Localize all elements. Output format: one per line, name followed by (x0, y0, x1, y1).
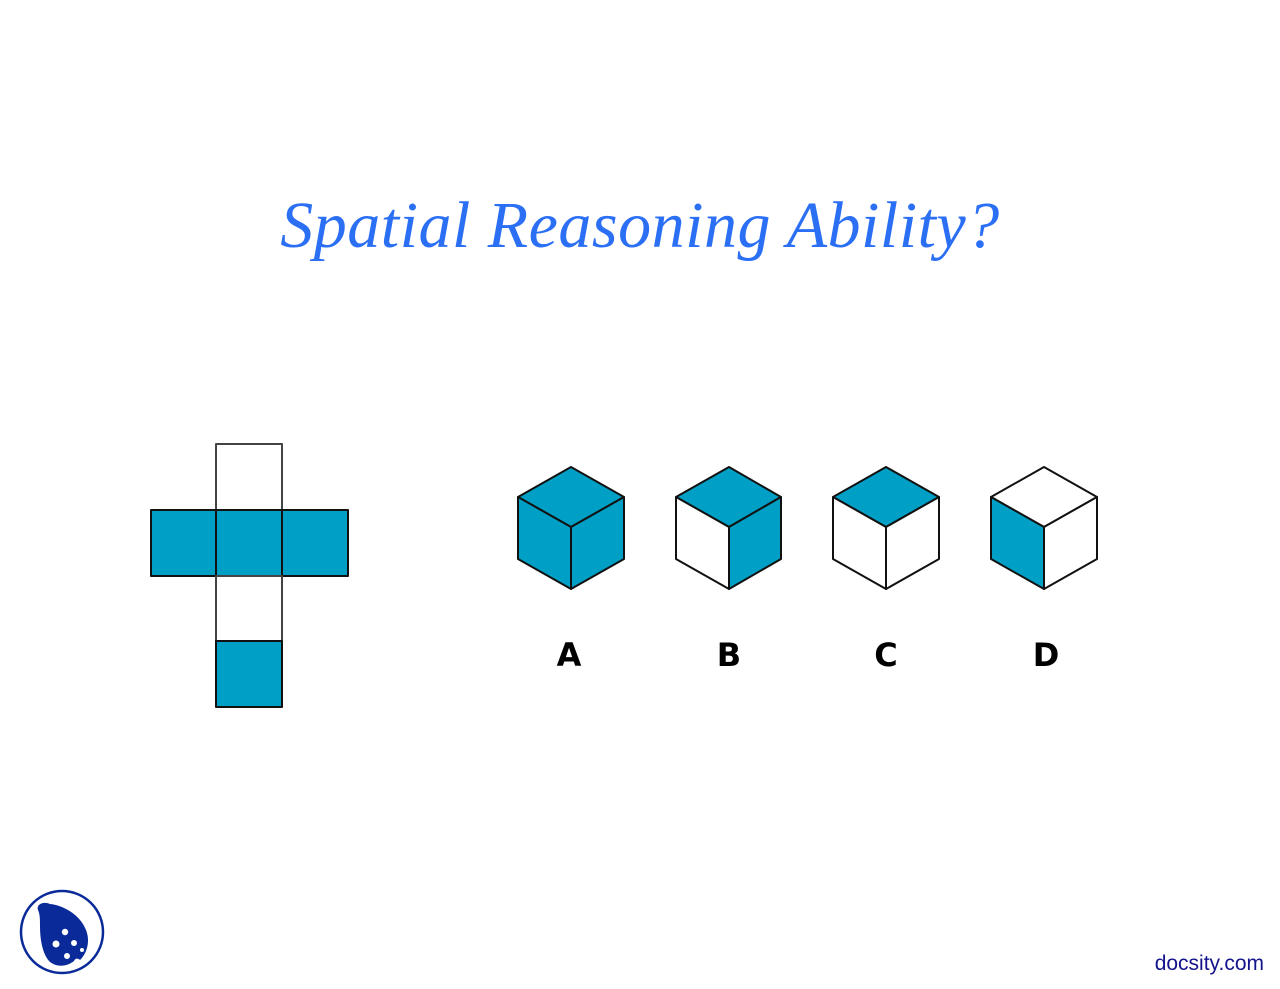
net-face-below (215, 575, 283, 643)
option-label-a: A (556, 636, 582, 674)
option-label-b: B (716, 636, 742, 674)
cube-b-right-face (728, 496, 782, 590)
docsity-link[interactable]: docsity.com (1154, 952, 1264, 975)
cube-a-right-face (570, 496, 625, 590)
slide-title: Spatial Reasoning Ability? (280, 189, 1000, 262)
cube-option-c[interactable] (832, 466, 940, 590)
cube-option-a[interactable] (517, 466, 625, 590)
docsity-logo-icon[interactable] (18, 888, 106, 976)
net-face-top (215, 443, 283, 511)
net-face-middle-right (281, 509, 349, 577)
cube-c-right-face (885, 496, 940, 590)
net-face-bottom (215, 640, 283, 708)
net-face-middle-left (150, 509, 217, 577)
cube-d-right-face (1043, 496, 1098, 590)
cube-option-b[interactable] (675, 466, 782, 590)
cube-option-d[interactable] (990, 466, 1098, 590)
net-face-middle-center (215, 509, 283, 577)
option-label-c: C (874, 636, 898, 674)
option-label-d: D (1032, 636, 1060, 674)
